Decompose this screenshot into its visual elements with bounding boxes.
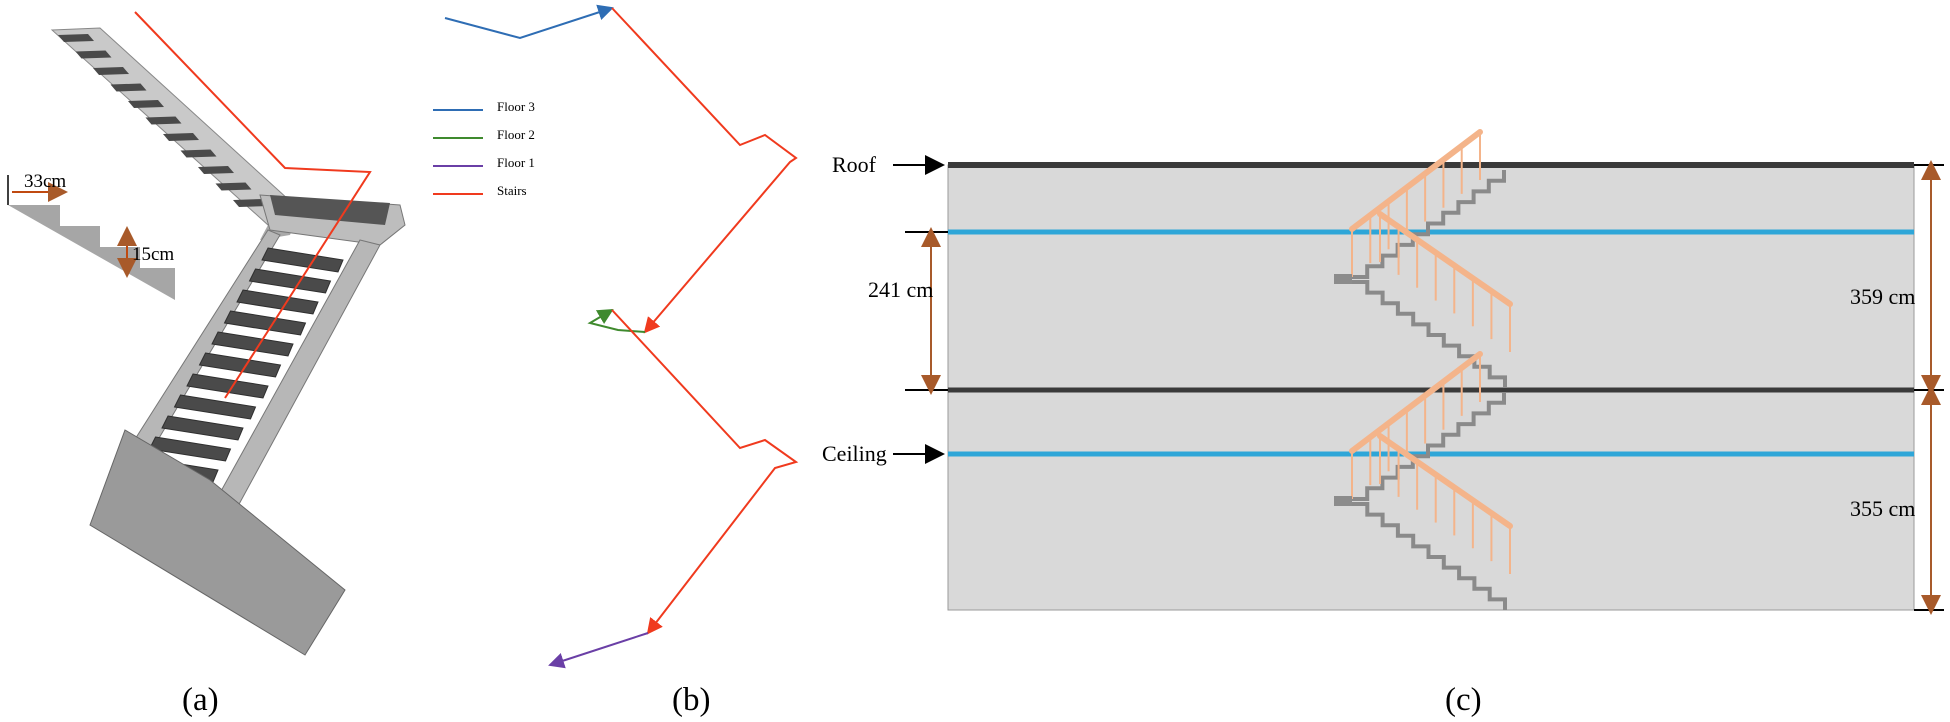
upper-floor-height-label: 359 cm [1850,284,1915,309]
tread [180,149,217,158]
step-profile-diagram: 33cm 15cm [7,171,175,300]
legend-item-floor3: Floor 3 [433,99,535,114]
legend: Floor 3 Floor 2 Floor 1 Stairs [433,99,535,198]
svg-text:Floor 3: Floor 3 [497,99,535,114]
caption-c: (c) [1445,682,1482,718]
tread [145,116,182,125]
stairs-path-3d [134,11,372,399]
stair-flight [1352,502,1507,610]
riser-dimension-label: 15cm [132,244,174,265]
legend-item-floor2: Floor 2 [433,127,535,142]
tread [198,166,234,174]
tread [163,133,199,141]
tread [75,50,112,59]
handrail [1349,129,1483,232]
stair-flight [1352,170,1506,279]
tread [198,352,282,378]
stair-flight [1352,280,1507,388]
tread [161,415,244,441]
upper-flight-treads [58,34,269,207]
tread [110,83,147,92]
handrail [1377,433,1513,529]
tread [223,310,307,336]
tread [215,182,252,191]
tread [128,100,164,108]
tread [211,331,294,357]
tread-dimension-label: 33cm [24,171,66,192]
stairs-path-upper [611,7,798,334]
roof-label: Roof [832,152,877,177]
clear-height-label: 241 cm [868,277,933,302]
handrail [1377,211,1513,307]
svg-text:Floor 2: Floor 2 [497,127,535,142]
stair-landing [1334,496,1352,506]
tread [93,67,129,75]
section-stairs [1334,129,1513,610]
panel-c-section: Roof Ceiling 241 cm 359 cm 355 cm [822,129,1944,615]
floor3-path [444,4,614,40]
tread [248,268,332,294]
svg-text:Stairs: Stairs [497,183,527,198]
stairs-path-lower [611,309,799,635]
floor1-path [548,632,649,669]
caption-b: (b) [672,682,710,718]
legend-item-floor1: Floor 1 [433,155,535,170]
tread [148,436,232,462]
tread [233,199,269,207]
tread [186,373,269,399]
panel-a-staircase-3d [50,11,406,656]
svg-text:Floor 1: Floor 1 [497,155,535,170]
tread [58,34,94,42]
tread [261,247,344,273]
stair-landing [1334,274,1352,284]
handrail [1349,351,1483,454]
floor2-path [587,308,646,333]
panel-b-trajectory [444,4,799,669]
stair-flight [1352,392,1506,501]
tread [236,289,319,315]
lower-floor-height-label: 355 cm [1850,496,1915,521]
legend-item-stairs: Stairs [433,183,527,198]
tread [173,394,257,420]
caption-a: (a) [182,682,219,718]
ceiling-label: Ceiling [822,441,887,466]
